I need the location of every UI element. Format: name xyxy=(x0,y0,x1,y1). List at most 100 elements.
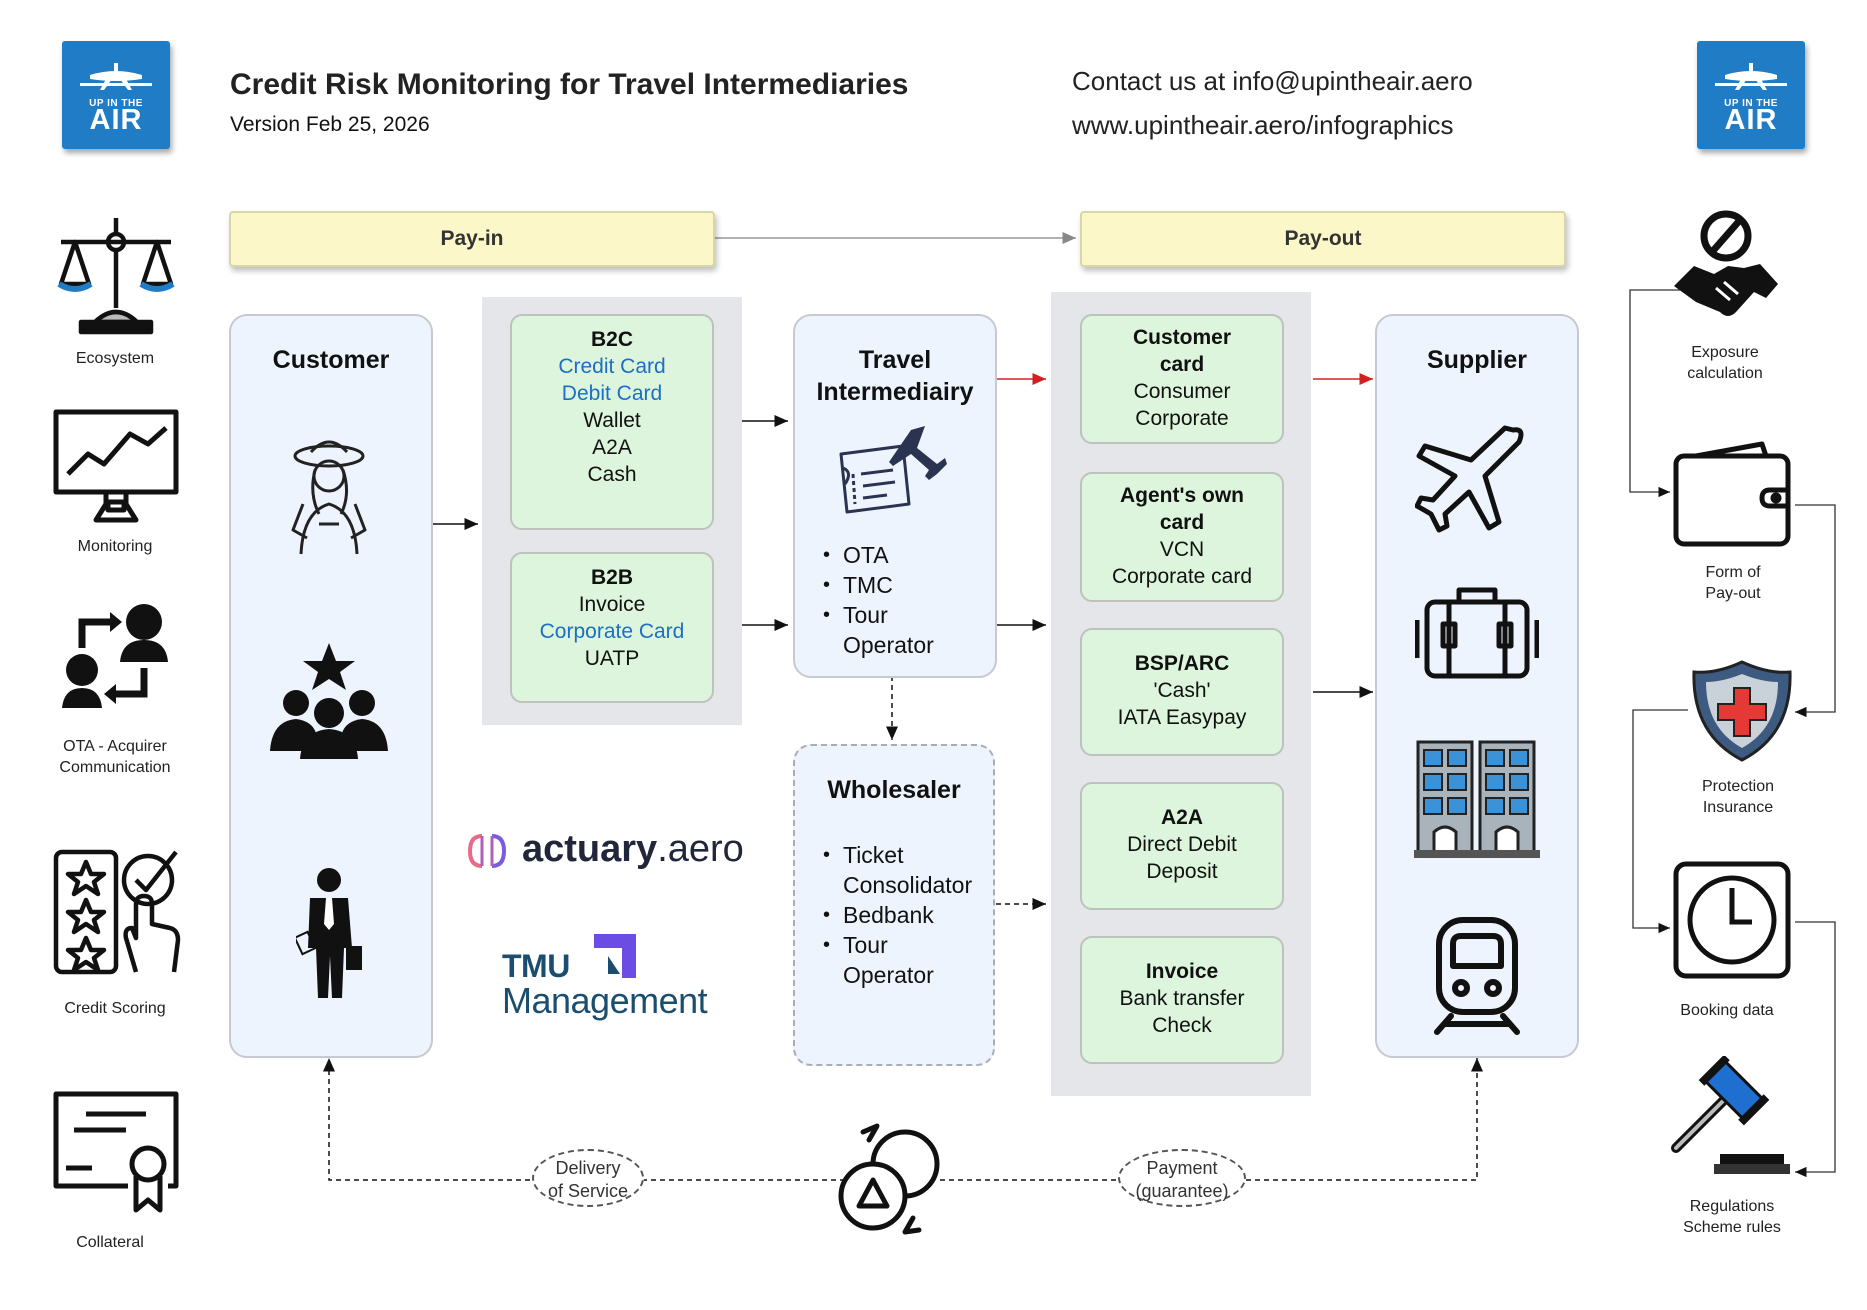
management-text: Management xyxy=(502,980,708,1021)
monitor-chart-icon xyxy=(53,409,179,523)
iata-easypay-label: IATA Easypay xyxy=(1117,706,1247,729)
tmu-mark-icon xyxy=(594,934,636,978)
no-handshake-icon xyxy=(1674,210,1778,316)
intermediary-bullets: OTA TMC Tour Operator xyxy=(823,540,934,660)
agent-card-title-1: Agent's own xyxy=(1120,484,1244,507)
debit-card-link: Debit Card xyxy=(561,382,663,405)
wallet-label: Wallet xyxy=(583,409,641,432)
customer-card-box: Customer card Consumer Corporate xyxy=(1080,314,1284,444)
certificate-icon xyxy=(53,1091,179,1213)
credit-card-link: Credit Card xyxy=(558,355,666,378)
bullet-tour: Tour xyxy=(823,600,934,630)
uatp-label: UATP xyxy=(584,647,640,670)
contact-email[interactable]: Contact us at info@upintheair.aero xyxy=(1072,66,1473,96)
communication-icon xyxy=(62,604,168,708)
customer-card-title-1: Customer xyxy=(1132,326,1232,349)
invoice-title: Invoice xyxy=(1145,960,1219,983)
b2b-title: B2B xyxy=(590,566,633,589)
direct-debit-label: Direct Debit xyxy=(1127,833,1237,856)
businessman-icon xyxy=(296,868,362,998)
gavel-icon xyxy=(1671,1056,1790,1174)
bsp-arc-title: BSP/ARC xyxy=(1134,652,1230,675)
payin-banner: Pay-in xyxy=(229,211,715,267)
customer-column: Customer xyxy=(229,314,433,1058)
actuary-bold-text: actuary xyxy=(522,828,658,870)
hotel-building-icon xyxy=(1414,740,1540,858)
bullet-operator: Operator xyxy=(843,962,934,988)
bullet-bedbank: Bedbank xyxy=(823,900,972,930)
a2a-title: A2A xyxy=(1160,806,1203,829)
check-label: Check xyxy=(1152,1014,1212,1037)
scales-icon xyxy=(57,218,175,335)
luggage-icon xyxy=(1415,587,1539,679)
airplane-icon xyxy=(1415,425,1524,533)
agent-card-box: Agent's own card VCN Corporate card xyxy=(1080,472,1284,602)
bsp-arc-box: BSP/ARC 'Cash' IATA Easypay xyxy=(1080,628,1284,756)
vcn-label: VCN xyxy=(1159,538,1205,561)
supplier-column: Supplier xyxy=(1375,314,1579,1058)
a2a-payout-box: A2A Direct Debit Deposit xyxy=(1080,782,1284,910)
credit-scoring-label: Credit Scoring xyxy=(64,1000,166,1017)
corporate-card-link: Corporate Card xyxy=(539,620,685,643)
intermediary-title-line1: Travel xyxy=(858,346,932,374)
bullet-tmc: TMC xyxy=(823,570,934,600)
page-title: Credit Risk Monitoring for Travel Interm… xyxy=(230,68,909,101)
cash-label: Cash xyxy=(587,463,637,486)
payout-banner: Pay-out xyxy=(1080,211,1566,267)
wholesaler-column: Wholesaler Ticket Consolidator Bedbank T… xyxy=(793,744,995,1066)
cash-quoted-label: 'Cash' xyxy=(1153,679,1211,702)
bullet-tour: Tour xyxy=(823,930,972,960)
actuary-light-text: .aero xyxy=(657,828,744,870)
agent-card-title-2: card xyxy=(1159,511,1205,534)
delivery-of-service-oval: Delivery of Service xyxy=(532,1149,644,1207)
train-icon xyxy=(1434,917,1520,1035)
upintheair-logo-left: UP IN THE AIR xyxy=(62,41,170,149)
bank-transfer-label: Bank transfer xyxy=(1119,987,1245,1010)
wholesaler-title: Wholesaler xyxy=(827,776,961,804)
customer-title: Customer xyxy=(272,346,390,374)
traveler-icon xyxy=(291,440,367,555)
group-star-icon xyxy=(270,643,388,759)
airplane-logo-icon xyxy=(80,63,152,90)
collateral-label: Collateral xyxy=(76,1234,144,1251)
upintheair-logo-right: UP IN THE AIR xyxy=(1697,41,1805,149)
logo-big-text: AIR xyxy=(1724,104,1778,136)
corporate-card-label: Corporate card xyxy=(1111,565,1253,588)
tmu-text: TMU xyxy=(502,948,570,984)
invoice-label: Invoice xyxy=(578,593,646,616)
b2c-title: B2C xyxy=(590,328,633,351)
delivery-line2: of Service xyxy=(547,1181,629,1201)
monitoring-label: Monitoring xyxy=(77,538,153,555)
intermediary-column: Travel Intermediairy OTA TMC Tour Operat… xyxy=(793,314,997,678)
payment-guarantee-oval: Payment (guarantee) xyxy=(1118,1149,1246,1207)
shield-cross-icon xyxy=(1692,660,1792,762)
supplier-title: Supplier xyxy=(1426,346,1527,374)
wholesaler-bullets: Ticket Consolidator Bedbank Tour Operato… xyxy=(823,840,972,990)
delivery-arrow xyxy=(323,1058,845,1181)
logo-big-text: AIR xyxy=(89,104,143,136)
intermediary-title-line2: Intermediairy xyxy=(816,378,974,406)
logo-small-text: UP IN THE xyxy=(1724,98,1778,109)
a2a-label: A2A xyxy=(592,436,632,459)
deposit-label: Deposit xyxy=(1146,860,1218,883)
payment-line1: Payment xyxy=(1146,1158,1218,1178)
wallet-icon xyxy=(1673,441,1791,547)
invoice-payout-box: Invoice Bank transfer Check xyxy=(1080,936,1284,1064)
payment-line2: (guarantee) xyxy=(1135,1181,1229,1201)
logo-small-text: UP IN THE xyxy=(89,98,143,109)
payout-to-insurance-connector xyxy=(1795,504,1836,718)
clock-icon xyxy=(1673,861,1791,979)
insurance-to-booking-connector xyxy=(1632,709,1688,934)
bullet-ota: OTA xyxy=(823,540,934,570)
website-link[interactable]: www.upintheair.aero/infographics xyxy=(1072,110,1454,140)
delivery-line1: Delivery xyxy=(555,1158,621,1178)
booking-data-label: Booking data xyxy=(1680,1002,1774,1019)
bullet-consolidator: Consolidator xyxy=(843,872,973,898)
consumer-label: Consumer xyxy=(1133,380,1231,403)
